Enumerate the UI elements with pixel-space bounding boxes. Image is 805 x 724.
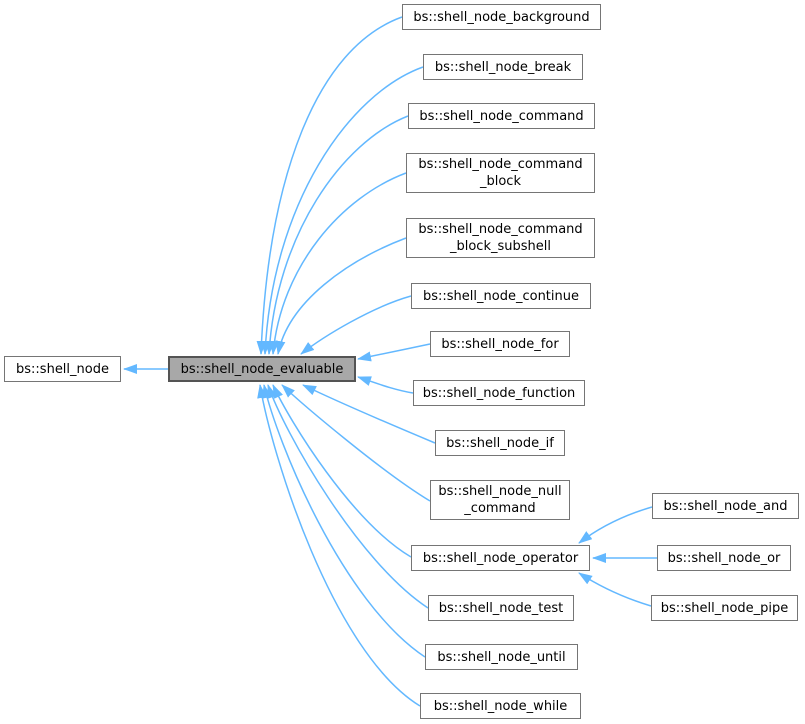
edge-continue-evaluable <box>300 295 412 355</box>
edge-for-evaluable <box>357 343 431 362</box>
node-shell-node-function[interactable]: bs::shell_node_function <box>413 380 585 406</box>
node-shell-node[interactable]: bs::shell_node <box>4 356 121 382</box>
edge-command-evaluable <box>264 115 409 355</box>
edge-function-evaluable <box>357 376 414 394</box>
node-shell-node-or[interactable]: bs::shell_node_or <box>657 545 791 571</box>
node-shell-node-background[interactable]: bs::shell_node_background <box>402 4 601 30</box>
edge-break-evaluable <box>260 66 424 355</box>
edge-background-evaluable <box>256 16 403 355</box>
edge-null-command-evaluable <box>281 384 431 502</box>
node-shell-node-break[interactable]: bs::shell_node_break <box>423 54 583 80</box>
node-shell-node-null-command[interactable]: bs::shell_node_null _command <box>430 480 570 520</box>
node-shell-node-operator[interactable]: bs::shell_node_operator <box>411 545 590 571</box>
node-shell-node-if[interactable]: bs::shell_node_if <box>435 430 565 456</box>
edge-pipe-operator <box>578 572 652 607</box>
node-shell-node-test[interactable]: bs::shell_node_test <box>428 595 574 621</box>
edge-command-block-subshell-evaluable <box>275 237 407 355</box>
edge-test-evaluable <box>267 384 429 609</box>
edge-while-evaluable <box>257 384 421 707</box>
node-shell-node-while[interactable]: bs::shell_node_while <box>420 693 581 719</box>
node-shell-node-command-block-subshell[interactable]: bs::shell_node_command _block_subshell <box>406 218 595 258</box>
edge-operator-evaluable <box>272 384 412 558</box>
node-shell-node-until[interactable]: bs::shell_node_until <box>425 644 578 670</box>
node-shell-node-and[interactable]: bs::shell_node_and <box>652 493 799 519</box>
node-shell-node-for[interactable]: bs::shell_node_for <box>430 331 570 357</box>
node-shell-node-command[interactable]: bs::shell_node_command <box>408 103 595 129</box>
edge-command-block-evaluable <box>269 172 407 355</box>
edge-if-evaluable <box>302 384 436 444</box>
edge-until-evaluable <box>262 384 426 658</box>
node-shell-node-evaluable: bs::shell_node_evaluable <box>168 356 356 382</box>
node-shell-node-command-block[interactable]: bs::shell_node_command _block <box>406 153 595 193</box>
edge-and-operator <box>578 506 653 544</box>
node-shell-node-pipe[interactable]: bs::shell_node_pipe <box>651 595 798 621</box>
node-shell-node-continue[interactable]: bs::shell_node_continue <box>411 283 591 309</box>
